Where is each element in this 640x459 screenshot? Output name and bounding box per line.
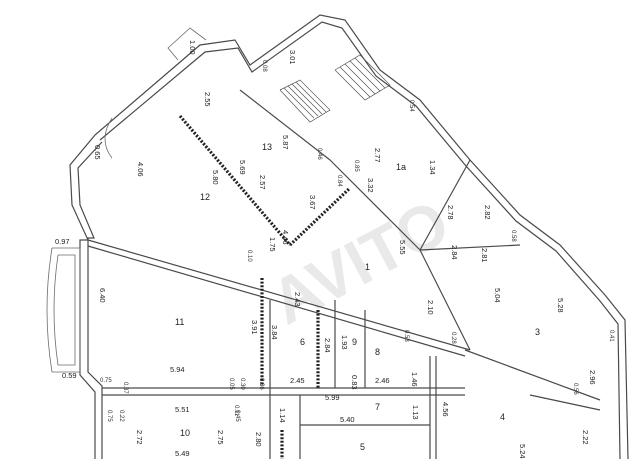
watermark: AVITO bbox=[259, 186, 460, 339]
small-dimension-label: 0.05 bbox=[228, 378, 234, 390]
interior-walls bbox=[87, 89, 601, 459]
small-dimension-label: 0.10 bbox=[246, 250, 252, 262]
dimension-label: 5.28 bbox=[556, 298, 565, 313]
small-dimension-label: 0.11 bbox=[233, 405, 239, 417]
small-dimension-label: 0.36 bbox=[258, 378, 264, 390]
room-label: 13 bbox=[262, 142, 272, 152]
dimension-labels: 3.01 2.55 5.87 4.06 5.80 5.69 2.57 3.67 … bbox=[55, 40, 597, 459]
stairs bbox=[279, 54, 391, 123]
dimension-label: 5.24 bbox=[518, 444, 527, 459]
dimension-label: 1.00 bbox=[188, 40, 197, 55]
dimension-label: 2.84 bbox=[323, 338, 332, 353]
room-label: 9 bbox=[352, 337, 357, 347]
dimension-label: 2.81 bbox=[480, 248, 489, 263]
dimension-label: 5.55 bbox=[398, 240, 407, 255]
dimension-label: 5.51 bbox=[175, 405, 190, 414]
small-dimension-label: 0.37 bbox=[122, 382, 128, 394]
dimension-label: 3.91 bbox=[250, 320, 259, 335]
dimension-label: 4.46 bbox=[281, 230, 290, 245]
small-dimension-label: 0.75 bbox=[100, 378, 112, 384]
small-dimension-label: 0.84 bbox=[336, 175, 342, 187]
small-dimension-label: 0.56 bbox=[572, 383, 578, 395]
dimension-label: 1.46 bbox=[410, 372, 419, 387]
room-label: 1а bbox=[396, 162, 406, 172]
dimension-label: 0.97 bbox=[55, 237, 70, 246]
dimension-label: 3.67 bbox=[308, 195, 317, 210]
dimension-label: 2.43 bbox=[293, 292, 302, 307]
room-label: 8 bbox=[375, 347, 380, 357]
dimension-label: 2.84 bbox=[450, 245, 459, 260]
small-dimension-label: 0.85 bbox=[353, 160, 359, 172]
dimension-label: 5.40 bbox=[340, 415, 355, 424]
dimension-label: 2.45 bbox=[290, 376, 305, 385]
room-label: 11 bbox=[175, 317, 184, 327]
dimension-label: 2.82 bbox=[483, 205, 492, 220]
dimension-label: 1.14 bbox=[278, 408, 287, 423]
dimension-label: 2.75 bbox=[216, 430, 225, 445]
dimension-label: 0.59 bbox=[62, 371, 77, 380]
dimension-label: 2.10 bbox=[426, 300, 435, 315]
dimension-label: 2.80 bbox=[254, 432, 263, 447]
small-dimension-label: 0.58 bbox=[510, 230, 516, 242]
dimension-label: 0.83 bbox=[350, 375, 359, 390]
small-dimension-label: 0.45 bbox=[234, 410, 240, 422]
dimension-label: 2.77 bbox=[373, 148, 382, 163]
dimension-label: 2.46 bbox=[375, 376, 390, 385]
small-dimension-label: 0.53 bbox=[403, 330, 409, 342]
hatched-walls bbox=[178, 114, 352, 459]
dimension-label: 3.01 bbox=[288, 50, 297, 65]
dimension-label: 1.13 bbox=[411, 405, 420, 420]
dimension-label: 4.06 bbox=[136, 162, 145, 177]
dimension-label: 1.34 bbox=[428, 160, 437, 175]
dimension-label: 5.94 bbox=[170, 365, 185, 374]
dimension-label: 2.57 bbox=[258, 175, 267, 190]
dimension-label: 3.32 bbox=[366, 178, 375, 193]
small-dimension-label: 0.22 bbox=[118, 410, 124, 422]
room-label: 1 bbox=[365, 262, 370, 272]
dimension-label: 6.40 bbox=[98, 288, 107, 303]
small-dimension-label: 0.41 bbox=[608, 330, 614, 342]
dimension-label: 2.22 bbox=[581, 430, 590, 445]
room-label: 5 bbox=[360, 442, 365, 452]
small-dimension-label: 0.30 bbox=[239, 378, 245, 390]
room-label: 12 bbox=[200, 192, 210, 202]
room-label: 7 bbox=[375, 402, 380, 412]
small-dimension-label: 0.08 bbox=[261, 60, 267, 72]
room-label: 6 bbox=[300, 337, 305, 347]
dimension-label: 5.49 bbox=[175, 449, 190, 458]
room-labels: 1 1а 3 4 5 6 7 8 9 10 11 12 13 bbox=[175, 142, 540, 452]
room-label: 4 bbox=[500, 412, 505, 422]
dimension-label: 1.75 bbox=[268, 237, 277, 252]
dimension-label: 5.87 bbox=[281, 135, 290, 150]
small-dimension-labels: 0.75 0.37 0.05 0.08 0.10 0.11 0.22 0.28 … bbox=[100, 60, 614, 422]
small-dimension-label: 0.75 bbox=[106, 410, 112, 422]
dimension-label: 4.56 bbox=[441, 402, 450, 417]
dimension-label: 2.72 bbox=[135, 430, 144, 445]
dimension-label: 3.84 bbox=[270, 325, 279, 340]
dimension-label: 5.99 bbox=[325, 393, 340, 402]
dimension-label: 0.65 bbox=[93, 145, 102, 160]
dimension-label: 5.69 bbox=[238, 160, 247, 175]
dimension-label: 5.80 bbox=[211, 170, 220, 185]
dimension-label: 2.96 bbox=[588, 370, 597, 385]
outer-walls bbox=[46, 14, 629, 459]
dimension-label: 1.93 bbox=[340, 335, 349, 350]
small-dimension-label: 0.28 bbox=[450, 332, 456, 344]
room-label: 3 bbox=[535, 327, 540, 337]
dimension-label: 2.78 bbox=[446, 205, 455, 220]
dimension-label: 5.04 bbox=[493, 288, 502, 303]
room-label: 10 bbox=[180, 428, 190, 438]
small-dimension-label: 0.54 bbox=[408, 100, 414, 112]
dimension-label: 2.55 bbox=[203, 92, 212, 107]
small-dimension-label: 0.46 bbox=[316, 148, 322, 160]
